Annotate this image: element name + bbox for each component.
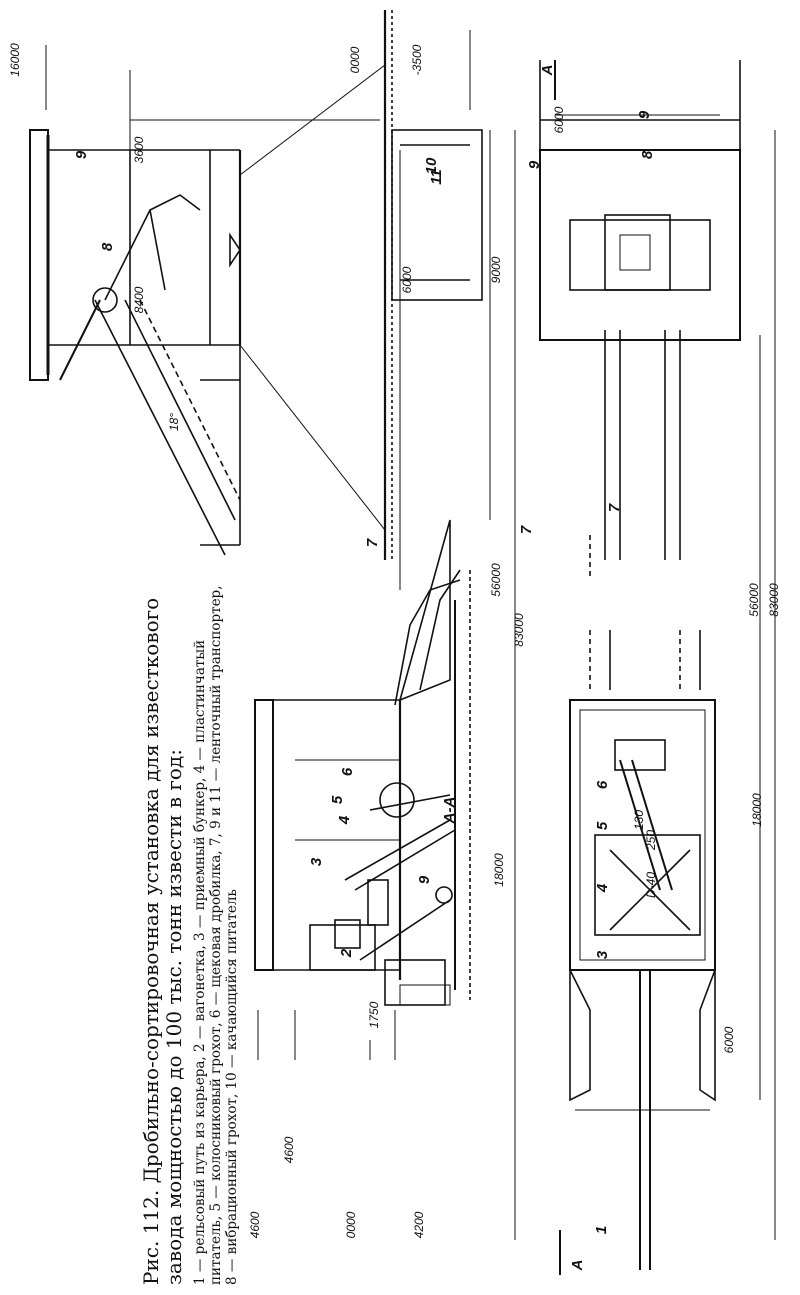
dim-4600: 4600 <box>282 1136 296 1163</box>
callout-c9b: 9 <box>73 150 90 159</box>
caption-title: Рис. 112. Дробильно-сортировочная устано… <box>139 597 186 1285</box>
elevation-4600: 4600 <box>248 1211 262 1238</box>
callout-c8b: 8 <box>639 150 656 159</box>
section-label-a-a: А-А <box>441 797 458 825</box>
section-a-a <box>254 519 516 1060</box>
dim-D-40: D-40 <box>644 872 658 898</box>
callout-c7c: 7 <box>606 503 623 512</box>
callout-c10: 10 <box>423 157 440 174</box>
dim-18000-plan: 18000 <box>750 793 764 827</box>
callout-c3: 3 <box>308 857 325 866</box>
section-marker-a-right: А <box>539 65 556 77</box>
elevation-4200: 4200 <box>412 1211 426 1238</box>
dim-250: 250 <box>644 830 658 851</box>
elevation-16000: 16000 <box>8 43 22 77</box>
callout-c1: 1 <box>593 1226 610 1234</box>
plan-view <box>539 60 776 1275</box>
caption-legend: 1 — рельсовый путь из карьера, 2 — вагон… <box>192 585 240 1286</box>
callout-c6b: 6 <box>594 780 611 789</box>
dim-6000-mid: 6000 <box>400 266 414 293</box>
dim-56000-top: 56000 <box>489 563 503 597</box>
callout-c4: 4 <box>336 815 353 825</box>
callout-c5: 5 <box>329 795 346 804</box>
dim-83000-plan: 83000 <box>767 583 781 617</box>
dim-8400: 8400 <box>132 286 146 313</box>
dim-83000-top: 83000 <box>512 613 526 647</box>
callout-c7a: 7 <box>364 538 381 547</box>
elevation-0000-bottom: 0000 <box>344 1211 358 1238</box>
callout-c9: 9 <box>416 875 433 884</box>
callout-c7b: 7 <box>518 525 535 534</box>
callout-c11: 11 <box>428 169 445 185</box>
section-marker-a-left: А <box>569 1260 586 1272</box>
elevation-minus-3500: -3500 <box>410 44 424 75</box>
sorting-building-elevation <box>29 10 516 1240</box>
dim-3600: 3600 <box>132 136 146 163</box>
dim-6000-plan-left: 6000 <box>722 1026 736 1053</box>
dim-1750: 1750 <box>367 1001 381 1028</box>
callout-c8: 8 <box>99 242 116 251</box>
dim-18000-top: 18000 <box>492 853 506 887</box>
dim-56000-plan: 56000 <box>747 583 761 617</box>
dim-18-degrees: 18° <box>167 413 181 431</box>
elevation-0000-top: 0000 <box>348 46 362 73</box>
callout-c3b: 3 <box>594 950 611 959</box>
callout-c2: 2 <box>338 948 355 958</box>
dim-6000-plan-right: 6000 <box>552 106 566 133</box>
callout-c6: 6 <box>339 767 356 776</box>
figure-caption: Рис. 112. Дробильно-сортировочная устано… <box>139 585 240 1286</box>
callout-c9c: 9 <box>526 160 543 169</box>
dim-9000: 9000 <box>489 256 503 283</box>
dim-130: 130 <box>632 810 646 830</box>
callout-c9d: 9 <box>636 110 653 119</box>
callout-c5b: 5 <box>594 821 611 830</box>
callout-c4b: 4 <box>594 883 611 893</box>
